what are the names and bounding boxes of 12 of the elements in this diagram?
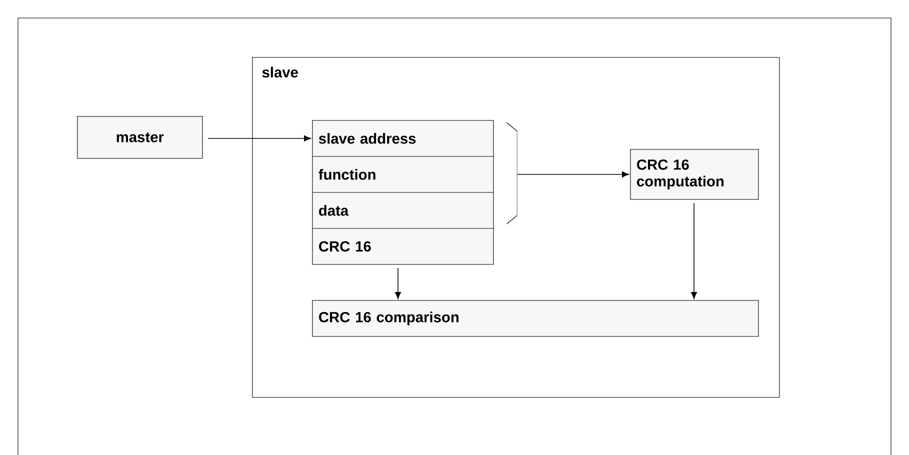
arrow xyxy=(395,268,401,299)
field-row: data xyxy=(312,192,494,229)
bracket xyxy=(506,122,518,224)
field-row: slave address xyxy=(312,120,494,157)
process-box: CRC 16 computation xyxy=(630,149,759,200)
field-row: CRC 16 xyxy=(312,228,494,265)
process-box: master xyxy=(77,116,203,159)
field-row: function xyxy=(312,156,494,193)
arrow xyxy=(208,135,311,142)
arrow xyxy=(517,171,629,178)
arrow xyxy=(691,202,697,299)
process-box: CRC 16 comparison xyxy=(312,300,759,337)
